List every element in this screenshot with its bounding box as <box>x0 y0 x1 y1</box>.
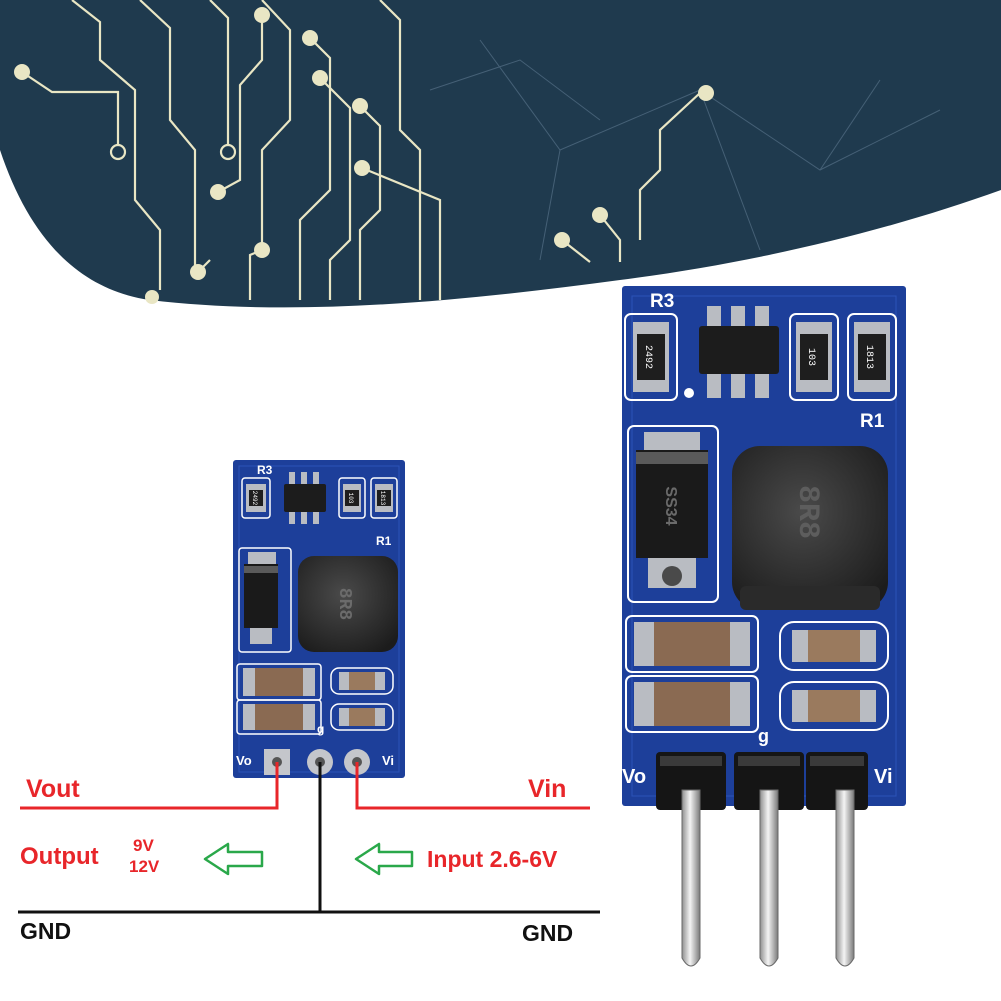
vout-label: Vout <box>26 775 80 803</box>
large-inductor-marking: 8R8 <box>790 485 824 539</box>
vout-wire <box>20 762 279 810</box>
vin-wire <box>355 762 590 810</box>
output-voltage-9v: 9V <box>133 836 154 855</box>
small-ic <box>284 472 326 524</box>
small-pin-pads <box>264 749 370 775</box>
large-silk-r3: R3 <box>650 291 674 312</box>
small-silk-r3: R3 <box>257 463 273 477</box>
output-voltage-12v: 12V <box>129 857 160 876</box>
input-voltage-label: Input 2.6-6V <box>427 846 558 872</box>
large-diode: SS34 <box>627 425 719 603</box>
input-arrow-icon <box>354 842 414 876</box>
small-capacitors <box>236 663 394 735</box>
large-silk-vo: Vo <box>622 766 646 788</box>
large-ic <box>699 306 779 398</box>
large-silk-g: g <box>758 726 769 746</box>
small-resistor-r3-code: 2492 <box>251 491 258 506</box>
header-band-shape <box>0 0 1001 308</box>
small-silk-g: g <box>317 722 324 736</box>
output-arrow-icon <box>203 842 264 876</box>
gnd-label-left: GND <box>20 918 72 944</box>
large-silk-r1: R1 <box>860 411 885 432</box>
large-resistor-r1-code: 1813 <box>863 345 874 369</box>
header-pins <box>681 789 855 967</box>
small-resistor-r2-code: 103 <box>347 493 354 504</box>
wiring-diagram <box>18 762 600 914</box>
circuit-nodes <box>14 7 714 304</box>
small-module: R3 R1 2492 103 1813 <box>233 460 405 778</box>
gnd-label-right: GND <box>522 920 574 946</box>
small-inductor-marking: 8R8 <box>334 588 354 620</box>
small-silk-vo: Vo <box>236 753 252 768</box>
header-band <box>0 0 1001 308</box>
large-inductor: 8R8 <box>732 446 888 610</box>
vin-label: Vin <box>528 775 567 803</box>
small-silk-r1: R1 <box>376 534 392 548</box>
circuit-traces <box>21 0 701 300</box>
large-module: R3 R1 2492 103 1813 <box>622 286 906 967</box>
output-label: Output <box>20 843 99 870</box>
large-diode-marking: SS34 <box>662 486 679 525</box>
small-silk-vi: Vi <box>382 753 394 768</box>
large-capacitors <box>625 615 889 733</box>
circuit-hollow-nodes <box>109 143 237 161</box>
small-resistor-r1-code: 1813 <box>379 491 386 506</box>
small-diode <box>238 547 292 653</box>
large-resistor-r2-code: 103 <box>805 348 816 366</box>
large-silk-vi: Vi <box>874 766 893 788</box>
large-resistor-r3-code: 2492 <box>642 345 653 369</box>
small-inductor: 8R8 <box>298 556 398 652</box>
